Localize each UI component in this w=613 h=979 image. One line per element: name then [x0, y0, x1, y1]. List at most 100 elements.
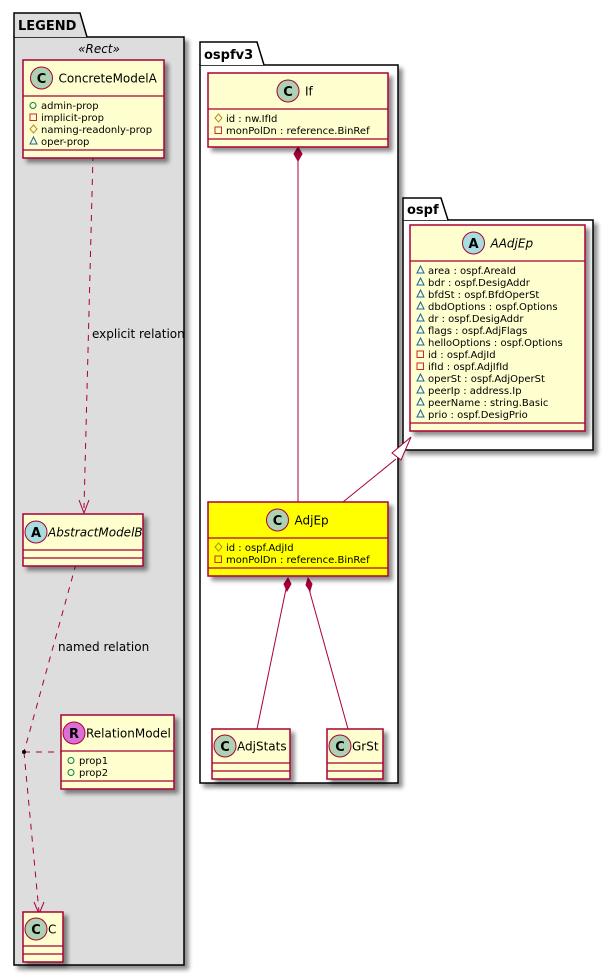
class-name: If	[305, 85, 314, 99]
class-attribute: operSt : ospf.AdjOperSt	[416, 372, 545, 385]
attribute-text: helloOptions : ospf.Options	[428, 338, 563, 349]
class-spot-icon	[30, 66, 53, 90]
named-relation-label: named relation	[58, 640, 149, 654]
class-name: GrSt	[352, 740, 379, 754]
class-spot-icon	[266, 508, 289, 532]
attribute-text: admin-prop	[41, 101, 99, 112]
package-ospfv3-title: ospfv3	[204, 48, 253, 63]
class-attribute: prop2	[67, 768, 108, 779]
class-attribute: peerName : string.Basic	[416, 396, 548, 409]
explicit-relation-label: explicit relation	[92, 327, 185, 341]
package-legend-title: LEGEND	[18, 19, 77, 34]
adjep-adjstats-composition-line	[256, 588, 287, 730]
class-attribute: bfdSt : ospf.BfdOperSt	[416, 288, 539, 301]
private-visibility-icon	[29, 113, 37, 121]
spot-letter: A	[468, 237, 478, 252]
class-attribute: monPolDn : reference.BinRef	[214, 126, 370, 137]
attribute-text: bfdSt : ospf.BfdOperSt	[428, 290, 539, 301]
package-visibility-icon	[416, 396, 425, 406]
class-name: RelationModel	[86, 727, 171, 741]
spot-letter: C	[220, 740, 230, 755]
class-name: AAdjEp	[490, 237, 534, 251]
class-attribute: ifId : ospf.AdjIfId	[416, 362, 509, 373]
class-box	[409, 224, 586, 432]
if-composition-diamond	[293, 145, 303, 163]
attribute-text: prio : ospf.DesigPrio	[428, 410, 528, 421]
class-attribute: id : ospf.AdjId	[214, 542, 294, 554]
private-visibility-icon	[416, 362, 424, 370]
class-name: AdjStats	[237, 740, 287, 754]
class-spot-icon	[328, 734, 352, 758]
protected-visibility-icon	[214, 542, 223, 552]
class-spot-icon	[24, 917, 48, 941]
class-attribute: prio : ospf.DesigPrio	[416, 408, 528, 421]
package-visibility-icon	[416, 300, 425, 310]
attribute-text: bdr : ospf.DesigAddr	[428, 278, 531, 289]
abstract-spot-icon	[24, 520, 48, 544]
abstract-spot-icon	[462, 231, 485, 255]
legend-stereotype: «Rect»	[78, 42, 120, 56]
package-visibility-icon	[416, 312, 425, 322]
attribute-text: dr : ospf.DesigAddr	[428, 314, 524, 325]
class-attribute: dbdOptions : ospf.Options	[416, 300, 558, 313]
adjep-grst-diamond	[305, 576, 313, 593]
package-visibility-icon	[416, 372, 425, 382]
package-ospf-title: ospf	[407, 203, 439, 218]
class-spot-icon	[213, 734, 237, 758]
class-attribute: admin-prop	[29, 101, 99, 112]
attribute-text: peerIp : address.Ip	[428, 386, 522, 397]
attribute-text: prop1	[79, 756, 108, 767]
named-relation-line-upper	[23, 563, 77, 753]
attribute-text: ifId : ospf.AdjIfId	[428, 362, 509, 373]
adjep-aadjep-generalization-line	[342, 458, 397, 503]
adjep-grst-composition-line	[308, 588, 349, 730]
package-visibility-icon	[416, 384, 425, 394]
package-visibility-icon	[416, 264, 425, 274]
attribute-text: operSt : ospf.AdjOperSt	[428, 374, 545, 385]
package-ospfv3: ospfv3	[199, 41, 399, 784]
public-visibility-icon	[67, 757, 75, 764]
package-visibility-icon	[416, 276, 425, 286]
spot-letter: C	[273, 514, 283, 529]
class-grst[interactable]: C GrSt	[326, 728, 384, 780]
protected-visibility-icon	[214, 113, 223, 123]
relation-junction-dot	[22, 750, 26, 754]
class-attribute: id : ospf.AdjId	[416, 350, 496, 361]
class-attribute: area : ospf.AreaId	[416, 264, 516, 277]
class-attribute: bdr : ospf.DesigAddr	[416, 276, 531, 289]
class-attribute: peerIp : address.Ip	[416, 384, 522, 397]
class-name: ConcreteModelA	[59, 72, 158, 86]
class-attribute: helloOptions : ospf.Options	[416, 336, 563, 349]
private-visibility-icon	[214, 126, 222, 134]
class-attribute: prop1	[67, 756, 108, 767]
class-adjstats[interactable]: C AdjStats	[211, 728, 291, 780]
spot-letter: A	[31, 526, 41, 541]
attribute-text: peerName : string.Basic	[428, 398, 548, 409]
private-visibility-icon	[416, 350, 424, 358]
class-attribute: implicit-prop	[29, 113, 104, 124]
public-visibility-icon	[29, 102, 37, 109]
attribute-text: area : ospf.AreaId	[428, 266, 516, 277]
attribute-text: id : ospf.AdjId	[428, 350, 496, 361]
attribute-text: monPolDn : reference.BinRef	[226, 126, 370, 137]
attribute-text: prop2	[79, 768, 108, 779]
attribute-text: dbdOptions : ospf.Options	[428, 302, 558, 313]
attribute-text: oper-prop	[41, 137, 89, 148]
attribute-text: id : ospf.AdjId	[226, 543, 294, 554]
class-box	[207, 501, 389, 577]
spot-letter: C	[335, 740, 345, 755]
package-visibility-icon	[416, 408, 425, 418]
relation-spot-icon	[62, 721, 86, 745]
explicit-relation-arrowhead	[78, 499, 90, 515]
class-attribute: dr : ospf.DesigAddr	[416, 312, 524, 325]
private-visibility-icon	[214, 555, 222, 563]
